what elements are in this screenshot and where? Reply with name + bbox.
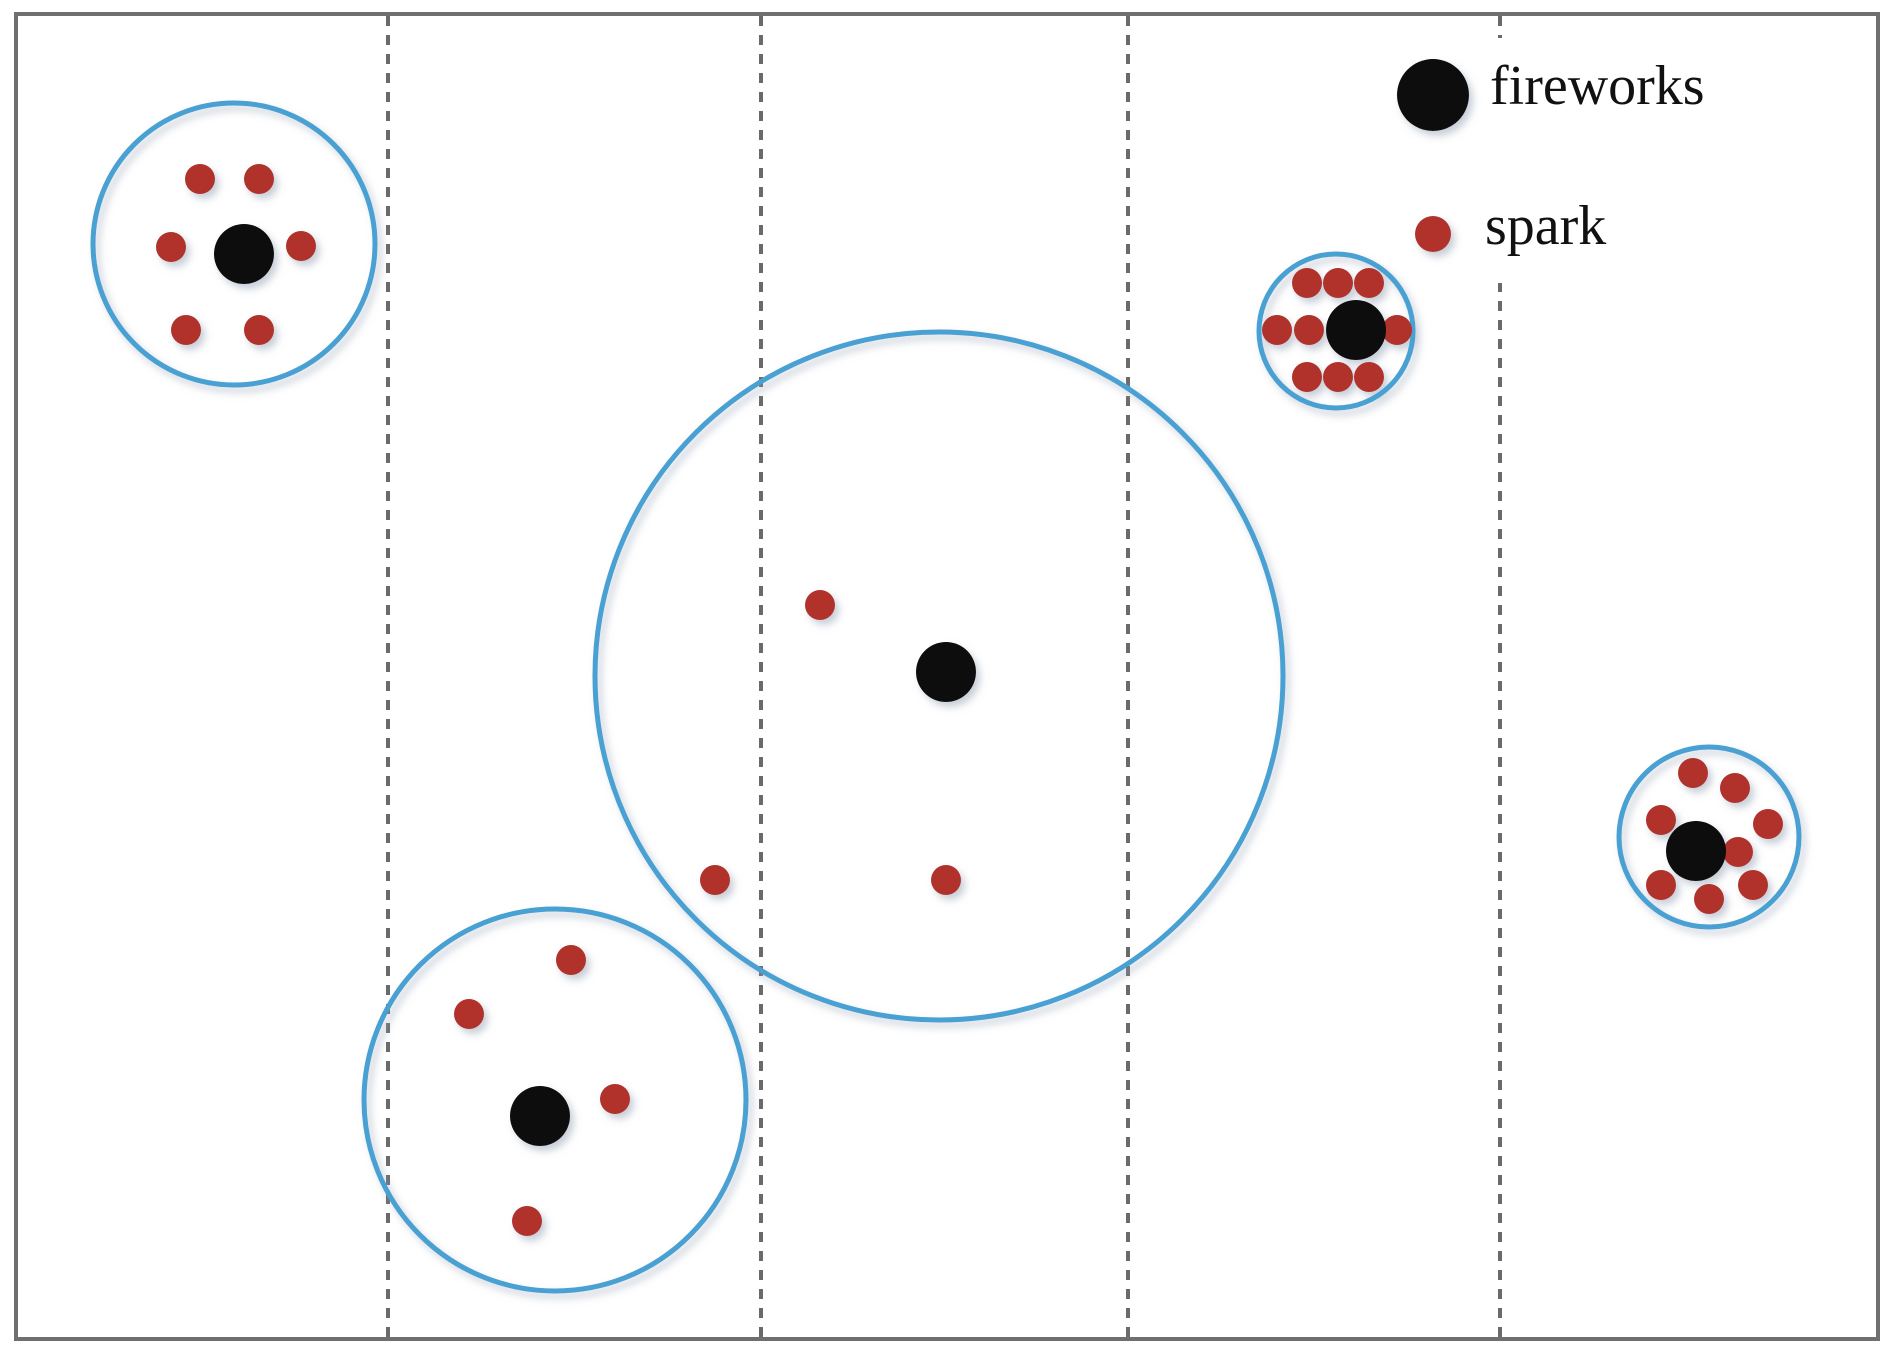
firework-group-3 xyxy=(361,906,749,1294)
spark-dot xyxy=(1262,315,1292,345)
spark-dot xyxy=(286,231,316,261)
explosion-ring xyxy=(90,100,378,388)
firework-group-5 xyxy=(1616,744,1802,930)
firework-group-4 xyxy=(1256,251,1416,411)
firework-dot xyxy=(916,642,976,702)
spark-dot xyxy=(185,164,215,194)
spark-dot xyxy=(512,1206,542,1236)
spark-dot xyxy=(1323,268,1353,298)
firework-group-2 xyxy=(592,329,1286,1023)
legend: fireworks spark xyxy=(1397,55,1705,257)
explosion-ring xyxy=(592,329,1286,1023)
spark-dot xyxy=(1646,805,1676,835)
spark-dot xyxy=(556,945,586,975)
spark-dot xyxy=(700,865,730,895)
diagram-frame xyxy=(14,12,1880,1341)
spark-dot xyxy=(244,164,274,194)
spark-dot xyxy=(156,232,186,262)
spark-dot xyxy=(1382,315,1412,345)
spark-dot xyxy=(1294,315,1324,345)
spark-dot xyxy=(1292,268,1322,298)
legend-fireworks-marker xyxy=(1397,59,1469,131)
spark-dot xyxy=(244,315,274,345)
firework-group-1 xyxy=(90,100,378,388)
explosion-ring xyxy=(1256,251,1416,411)
spark-dot xyxy=(1354,362,1384,392)
spark-dot xyxy=(805,590,835,620)
spark-dot xyxy=(1678,758,1708,788)
legend-fireworks-label: fireworks xyxy=(1490,55,1705,117)
spark-dot xyxy=(1738,870,1768,900)
spark-dot xyxy=(931,865,961,895)
spark-dot xyxy=(171,315,201,345)
spark-dot xyxy=(1323,362,1353,392)
explosion-ring xyxy=(361,906,749,1294)
spark-dot xyxy=(1694,884,1724,914)
explosion-ring xyxy=(1616,744,1802,930)
firework-dot xyxy=(510,1086,570,1146)
spark-dot xyxy=(1646,870,1676,900)
firework-dot xyxy=(1326,300,1386,360)
spark-dot xyxy=(1720,773,1750,803)
spark-dot xyxy=(600,1084,630,1114)
firework-dot xyxy=(214,224,274,284)
firework-dot xyxy=(1666,821,1726,881)
spark-dot xyxy=(1292,362,1322,392)
spark-dot xyxy=(454,999,484,1029)
legend-spark-label: spark xyxy=(1485,195,1606,257)
spark-dot xyxy=(1723,837,1753,867)
spark-dot xyxy=(1753,809,1783,839)
legend-spark-marker xyxy=(1415,216,1451,252)
spark-dot xyxy=(1354,268,1384,298)
